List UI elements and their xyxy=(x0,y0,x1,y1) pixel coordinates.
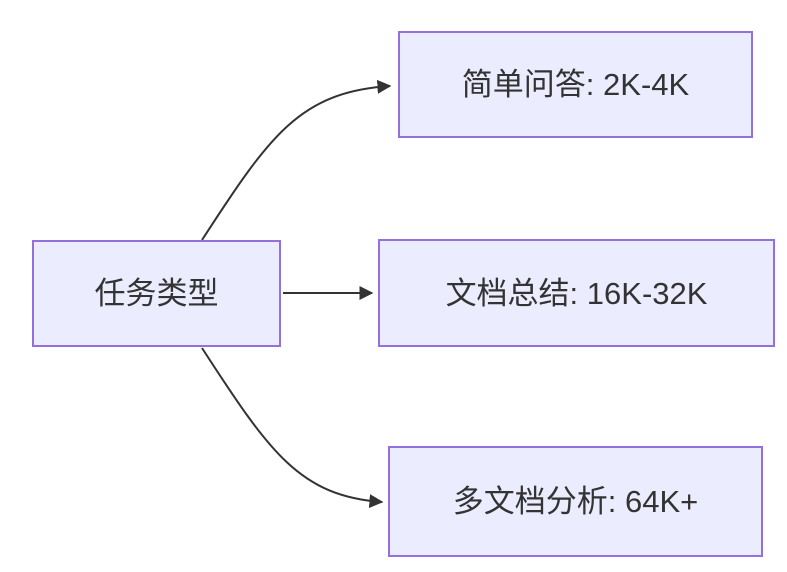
node-task-type: 任务类型 xyxy=(32,240,281,347)
node-task-type-label: 任务类型 xyxy=(94,276,219,311)
node-simple-qa: 简单问答: 2K-4K xyxy=(398,31,753,138)
node-multi-doc-label: 多文档分析: 64K+ xyxy=(452,484,699,519)
node-doc-summary: 文档总结: 16K-32K xyxy=(378,239,775,347)
node-simple-qa-label: 简单问答: 2K-4K xyxy=(461,67,690,102)
edge-task-type-to-multi-doc xyxy=(201,347,384,509)
node-doc-summary-label: 文档总结: 16K-32K xyxy=(445,275,708,311)
node-multi-doc: 多文档分析: 64K+ xyxy=(388,446,763,557)
edge-task-type-to-simple-qa xyxy=(201,79,392,241)
